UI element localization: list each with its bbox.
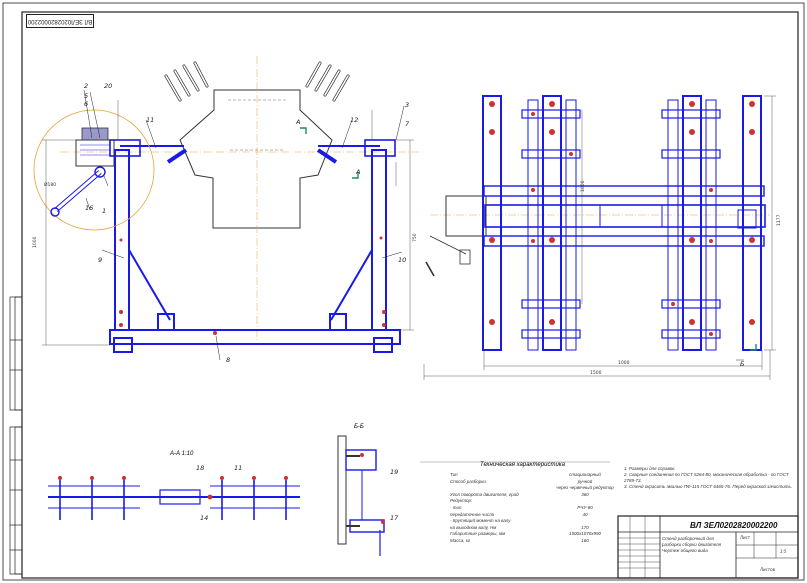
title-block — [617, 515, 799, 579]
front-view — [33, 56, 420, 361]
dim-label-diameter: Ø180 — [44, 181, 56, 188]
dimension-labels: 1000 750 Ø180 1500 1000 1177 1000 — [32, 180, 782, 376]
tech-row-value: 1500x1070x990 — [568, 531, 602, 537]
callout-17: 17 — [390, 514, 399, 522]
callout-3: 3 — [405, 101, 409, 109]
note-item: 2. Сварные соединения по ГОСТ 5264-80, м… — [624, 472, 789, 483]
top-view — [425, 95, 770, 351]
dim-label-top-length: 1500 — [590, 370, 602, 376]
note-item: 1. Размеры для справок. — [624, 466, 676, 471]
callout-5: 5 — [84, 92, 88, 100]
callout-10: 10 — [398, 256, 406, 264]
callout-9: 9 — [98, 256, 102, 264]
tb-sheets-label: Листов — [759, 567, 776, 572]
callout-20: 20 — [104, 82, 112, 90]
callout-14: 14 — [200, 514, 208, 522]
tech-row-value: 170 — [581, 524, 589, 530]
callout-11b: 11 — [234, 464, 242, 472]
front-dimensions — [42, 100, 414, 346]
title-block-labels: Лист Листов 1:5 — [739, 535, 787, 572]
tb-sheet-label: Лист — [739, 535, 751, 540]
top-view-dimensions — [423, 95, 776, 380]
tech-row-value — [555, 498, 615, 505]
base-bolts — [119, 236, 386, 335]
dim-label-front-right: 750 — [412, 233, 418, 242]
technical-notes: 1. Размеры для справок. 2. Сварные соеди… — [624, 466, 794, 490]
engine-outline — [179, 89, 333, 229]
callout-19: 19 — [390, 468, 398, 476]
section-a-a-title: А-А 1:10 — [170, 451, 194, 457]
section-marker-a1: А — [295, 118, 300, 126]
tb-scale: 1:5 — [780, 549, 787, 554]
note-item: 3. Стенд окрасить эмалью ПФ-115 ГОСТ 646… — [624, 484, 793, 489]
section-marker-a2: А — [355, 168, 360, 176]
caption-line: разборки сборки двигателя — [662, 542, 722, 547]
dim-label-top-mid: 1000 — [580, 180, 586, 192]
tech-row-label: Габаритные размеры, мм — [450, 531, 506, 537]
section-a-a — [48, 476, 300, 520]
left-margin-strip — [9, 296, 23, 575]
section-b-b — [337, 435, 385, 556]
callout-labels: 2 20 5 6 11 12 3 7 16 1 9 10 8 18 11 14 … — [84, 82, 745, 522]
title-block-caption: Стенд разборочный для разборки сборки дв… — [662, 536, 732, 554]
tech-row-value: РЧУ-80 — [577, 504, 593, 510]
document-number: ВЛ ЗЕЛ0202820002200 — [690, 521, 778, 530]
tech-row-label: Угол поворота двигателя, град — [450, 491, 519, 497]
dim-label-top-height: 1177 — [776, 214, 782, 226]
tech-row-value — [555, 518, 615, 525]
callout-12: 12 — [350, 116, 358, 124]
section-b-b-title: Б-Б — [354, 424, 364, 430]
tech-row-value: 360 — [581, 491, 589, 497]
callout-8: 8 — [226, 356, 230, 364]
tech-row-value: 160 — [581, 537, 589, 543]
tech-row-value: 40 — [582, 511, 588, 517]
callout-6: 6 — [84, 100, 88, 108]
tech-row-value: через червячный редуктор — [556, 485, 614, 491]
tech-spec-values: стационарный ручной через червячный реду… — [555, 472, 615, 545]
worm-reducer — [75, 139, 115, 167]
dim-label-front-height: 1000 — [32, 236, 38, 248]
tech-row-label: Способ разборки — [450, 478, 486, 484]
tech-row-label: - тип — [450, 504, 462, 510]
sheet-border-inner — [21, 11, 799, 579]
section-marker-b: Б — [740, 360, 745, 368]
dim-label-top-inner: 1000 — [618, 360, 630, 366]
callout-7: 7 — [405, 120, 410, 128]
tech-row-label: Масса, кг — [450, 537, 471, 543]
tech-row-value: ручной — [577, 478, 593, 484]
callout-1: 1 — [102, 207, 106, 215]
top-view-bolts — [489, 101, 755, 336]
tech-row-label: на выходном валу, Нм — [450, 524, 497, 530]
tech-spec-labels: Тип Способ разборки Угол поворота двигат… — [450, 472, 600, 545]
tech-row-label: Редуктор: — [450, 498, 473, 504]
tech-row-label: - Крутящий момент на валу — [450, 518, 511, 524]
stand-frame — [109, 139, 401, 353]
callout-11: 11 — [146, 116, 154, 124]
drawing-stamp: ВЛ ЗЕЛ0202820002200 — [26, 14, 94, 28]
tech-row-label: Тип — [450, 472, 458, 477]
tech-row-label: передаточное число — [450, 511, 495, 517]
tech-spec-header: Техническая характеристика — [480, 462, 565, 468]
callout-2: 2 — [84, 82, 88, 90]
tech-row-value: стационарный — [569, 472, 601, 477]
caption-line: Чертеж общего вида — [662, 548, 708, 553]
callout-18: 18 — [196, 464, 204, 472]
callout-16: 16 — [85, 204, 93, 212]
caption-line: Стенд разборочный для — [662, 536, 714, 541]
